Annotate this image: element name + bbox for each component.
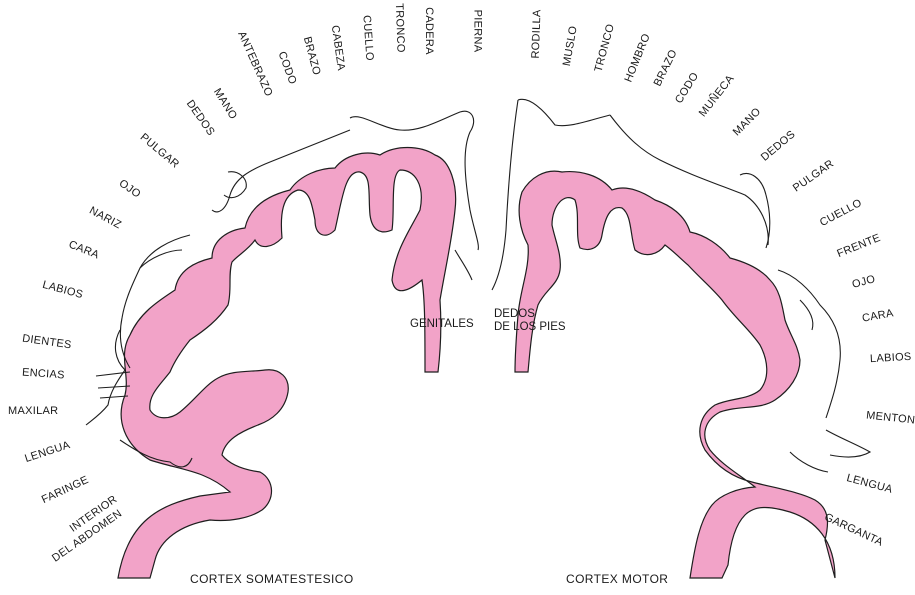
label-tronco: TRONCO — [393, 3, 407, 53]
label-labios-motor: LABIOS — [870, 351, 912, 365]
label-genitales: GENITALES — [410, 318, 474, 331]
left-cortex-band — [118, 148, 456, 579]
label-dedos-de-los-pies: DEDOS DE LOS PIES — [494, 308, 566, 334]
label-maxilar: MAXILAR — [8, 405, 58, 417]
right-cortex-band — [515, 171, 835, 578]
label-pierna: PIERNA — [471, 10, 483, 53]
caption-right: CORTEX MOTOR — [566, 572, 668, 586]
caption-left: CORTEX SOMATESTESICO — [190, 572, 354, 586]
label-dedos-pies-line1: DEDOS — [494, 308, 566, 321]
label-rodilla: RODILLA — [530, 9, 544, 59]
label-cadera: CADERA — [423, 7, 435, 55]
label-dedos-pies-line2: DE LOS PIES — [494, 321, 566, 334]
